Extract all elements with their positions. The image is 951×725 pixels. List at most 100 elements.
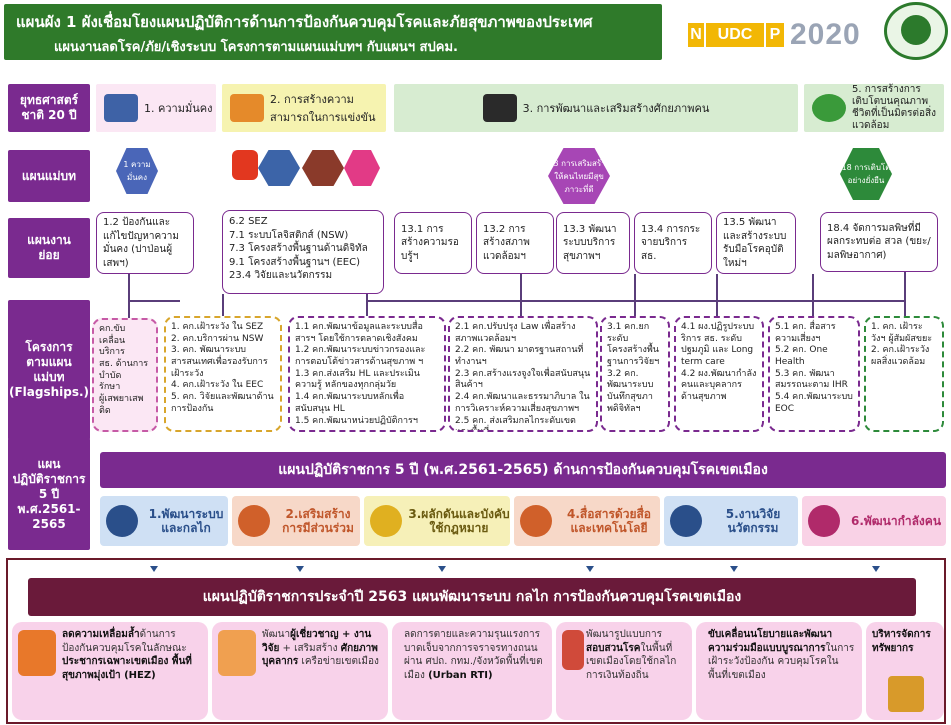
master-plan-1-icon: 1 ความมั่นคง — [116, 148, 158, 194]
connector — [222, 294, 224, 316]
connector — [128, 300, 180, 302]
card-4-text-2: ในพื้นที่เขตเมืองโดยใช้กลไกการเงินท้องถิ… — [586, 642, 677, 681]
graduate-icon — [808, 505, 840, 537]
budget-icon — [888, 676, 924, 712]
expert-icon — [218, 630, 256, 676]
ministry-seal-icon — [884, 2, 948, 60]
annual-plan-title: แผนปฏิบัติราชการประจำปี 2563 แผนพัฒนาระบ… — [28, 578, 916, 616]
strategy-3: 3. การพัฒนาและเสริมสร้างศักยภาพคน — [394, 84, 798, 132]
strategy-2-label: 2. การสร้างความสามารถในการแข่งขัน — [270, 93, 376, 124]
card-2-bold: ผู้เชี่ยวชาญ + งานวิจัย — [262, 629, 372, 654]
annual-card-4: พัฒนารูปแบบการสอบสวนโรคในพื้นที่เขตเมือง… — [556, 622, 692, 720]
connector — [904, 272, 906, 316]
card-1-bold: ลดความเหลื่อมล้ำ — [62, 629, 140, 640]
card-2-text: พัฒนา — [262, 629, 291, 640]
earth-icon — [812, 94, 846, 122]
card-2-text-3: เครือข่ายเขตเมือง — [301, 656, 379, 667]
runners-icon — [230, 94, 264, 122]
annual-card-1: ลดความเหลื่อมล้ำด้านการป้องกันควบคุมโรคใ… — [12, 622, 208, 720]
plan5-tile-2: 2.เสริมสร้างการมีส่วนร่วม — [232, 496, 360, 546]
project-group-8: 1. คก. เฝ้าระวังฯ ผู้สัมผัสขยะ 2. คก.เฝ้… — [864, 316, 944, 432]
sub-plan-13-1: 13.1 การสร้างความรอบรู้ฯ — [394, 212, 472, 274]
card-1-text: ด้านการป้องกันควบคุมโรคในลักษณะ — [62, 629, 187, 654]
master-plan-5-icon — [232, 150, 258, 180]
arrow-down-icon — [872, 566, 880, 572]
title-band: แผนผัง 1 ผังเชื่อมโยงแผนปฏิบัติการด้านกา… — [4, 4, 662, 60]
connector — [634, 274, 636, 316]
card-2-text-2: + เสริมสร้าง — [282, 642, 338, 654]
system-icon — [106, 505, 138, 537]
project-group-5: 3.1 คก.ยกระดับโครงสร้างพื้นฐานการวิจัยฯ … — [600, 316, 670, 432]
security-icon — [104, 94, 138, 122]
connector — [716, 274, 718, 316]
connector — [366, 294, 368, 316]
sub-plan-1-2: 1.2 ป้องกันและแก้ไขปัญหาความมั่นคง (ปาป่… — [96, 212, 194, 274]
annual-card-5: ขับเคลื่อนนโยบายและพัฒนาความร่วมมือแบบบู… — [696, 622, 862, 720]
connector — [128, 274, 130, 318]
strategy-5: 5. การสร้างการเติบโตบนคุณภาพชีวิตที่เป็น… — [804, 84, 944, 132]
sub-plan-13-4: 13.4 การกระจายบริการ สธ. — [634, 212, 712, 274]
plan5-title: แผนปฏิบัติราชการ 5 ปี (พ.ศ.2561-2565) ด้… — [100, 452, 946, 488]
card-4-bold: สอบสวนโรค — [586, 642, 641, 654]
arrow-down-icon — [150, 566, 158, 572]
strategy-1: 1. ความมั่นคง — [96, 84, 216, 132]
master-plan-6-icon — [258, 150, 300, 186]
project-group-3: 1.1 คก.พัฒนาข้อมูลและระบบสื่อสารฯ โดยใช้… — [288, 316, 446, 432]
project-group-1: คก.ขับเคลื่อนบริการ สธ. ด้านการบำบัด รัก… — [92, 318, 158, 432]
plan5-tile-2-label: 2.เสริมสร้างการมีส่วนร่วม — [282, 506, 354, 535]
plan5-tile-6: 6.พัฒนากำลังคน — [802, 496, 946, 546]
sub-plan-6-2-group: 6.2 SEZ 7.1 ระบบโลจิสติกส์ (NSW) 7.3 โคร… — [222, 210, 384, 294]
logo-letter-p: P — [766, 23, 784, 47]
strategy-3-label: 3. การพัฒนาและเสริมสร้างศักยภาพคน — [522, 102, 710, 115]
row-label-sub-plan: แผนงาน ย่อย — [8, 218, 90, 278]
master-plan-8-icon — [344, 150, 380, 186]
investigation-icon — [562, 630, 584, 670]
annual-card-6: บริหารจัดการทรัพยากร — [866, 622, 944, 720]
annual-card-2: พัฒนาผู้เชี่ยวชาญ + งานวิจัย + เสริมสร้า… — [212, 622, 388, 720]
plan5-tile-1-label: 1.พัฒนาระบบและกลไก — [148, 506, 224, 535]
strategy-2: 2. การสร้างความสามารถในการแข่งขัน — [222, 84, 386, 132]
card-5-text: ในการเฝ้าระวังป้องกัน ควบคุมโรคในพื้นที่… — [708, 642, 855, 681]
plan5-tile-1: 1.พัฒนาระบบและกลไก — [100, 496, 228, 546]
row-label-master-plan: แผนแม่บท — [8, 150, 90, 202]
card-3-text: ลดการตายและความรุนแรงการบาดเจ็บจากการจรา… — [404, 629, 543, 681]
logo-letters-udc: UDC — [706, 23, 764, 47]
card-2-bold-2: ศักยภาพบุคลากร — [262, 642, 378, 668]
plan5-tile-3: 3.ผลักดันและบังคับใช้กฎหมาย — [364, 496, 510, 546]
nudcp-logo: N UDC P 2020 — [688, 18, 861, 51]
card-4-text: พัฒนารูปแบบการ — [586, 629, 662, 640]
gavel-icon — [370, 505, 402, 537]
research-icon — [670, 505, 702, 537]
master-plan-13-icon: 13 การเสริมสร้างให้คนไทยมีสุขภาวะที่ดี — [548, 148, 610, 204]
plan5-tile-5-label: 5.งานวิจัยนวัตกรรม — [725, 506, 781, 535]
card-5-bold: ขับเคลื่อนนโยบายและพัฒนาความร่วมมือแบบบู… — [708, 629, 833, 654]
sub-plan-13-2: 13.2 การสร้างสภาพแวดล้อมฯ — [476, 212, 554, 274]
row-label-projects: โครงการ ตามแผน แม่บท (Flagships.) — [8, 300, 90, 440]
project-group-7: 5.1 คก. สื่อสารความเสี่ยงฯ 5.2 คก. One H… — [768, 316, 860, 432]
arrow-down-icon — [730, 566, 738, 572]
megaphone-icon — [520, 505, 552, 537]
plan5-tile-4-label: 4.สื่อสารด้วยสื่อและเทคโนโลยี — [566, 506, 652, 535]
sub-plan-13-3: 13.3 พัฒนาระบบบริการสุขภาพฯ — [556, 212, 630, 274]
card-6-bold: บริหารจัดการทรัพยากร — [872, 629, 931, 654]
connector — [812, 274, 814, 316]
title-line-1: แผนผัง 1 ผังเชื่อมโยงแผนปฏิบัติการด้านกา… — [16, 13, 593, 31]
project-group-4: 2.1 คก.ปรับปรุง Law เพื่อสร้างสภาพแวดล้อ… — [448, 316, 598, 432]
annual-card-3: ลดการตายและความรุนแรงการบาดเจ็บจากการจรา… — [392, 622, 552, 720]
logo-year: 2020 — [790, 18, 861, 51]
graduation-cap-icon — [482, 94, 517, 122]
card-1-bold-2: ประชากรเฉพาะเขตเมือง พื้นที่สุขภาพมุ่งเป… — [62, 656, 192, 681]
title-line-2: แผนงานลดโรค/ภัย/เชิงระบบ โครงการตามแผนแม… — [54, 40, 458, 55]
plan5-tile-5: 5.งานวิจัยนวัตกรรม — [664, 496, 798, 546]
plan5-tile-6-label: 6.พัฒนากำลังคน — [850, 513, 942, 528]
strategy-5-label: 5. การสร้างการเติบโตบนคุณภาพชีวิตที่เป็น… — [852, 84, 937, 131]
plan5-tile-3-label: 3.ผลักดันและบังคับใช้กฎหมาย — [408, 506, 510, 535]
project-group-6: 4.1 ผง.ปฏิรูประบบริการ สธ. ระดับปฐมภูมิ … — [674, 316, 764, 432]
sub-plan-18-4: 18.4 จัดการมลพิษที่มีผลกระทบต่อ สวล (ขยะ… — [820, 212, 938, 272]
row-label-plan5: แผน ปฏิบัติราชการ 5 ปี พ.ศ.2561- 2565 — [8, 438, 90, 550]
arrow-down-icon — [296, 566, 304, 572]
project-group-2: 1. คก.เฝ้าระวัง ใน SEZ 2. คก.บริการผ่าน … — [164, 316, 282, 432]
arrow-down-icon — [438, 566, 446, 572]
master-plan-18-icon: 18 การเติบโตอย่างยั่งยืน — [840, 148, 892, 200]
sub-plan-13-5: 13.5 พัฒนาและสร้างระบบรับมือโรคอุบัติใหม… — [716, 212, 796, 274]
